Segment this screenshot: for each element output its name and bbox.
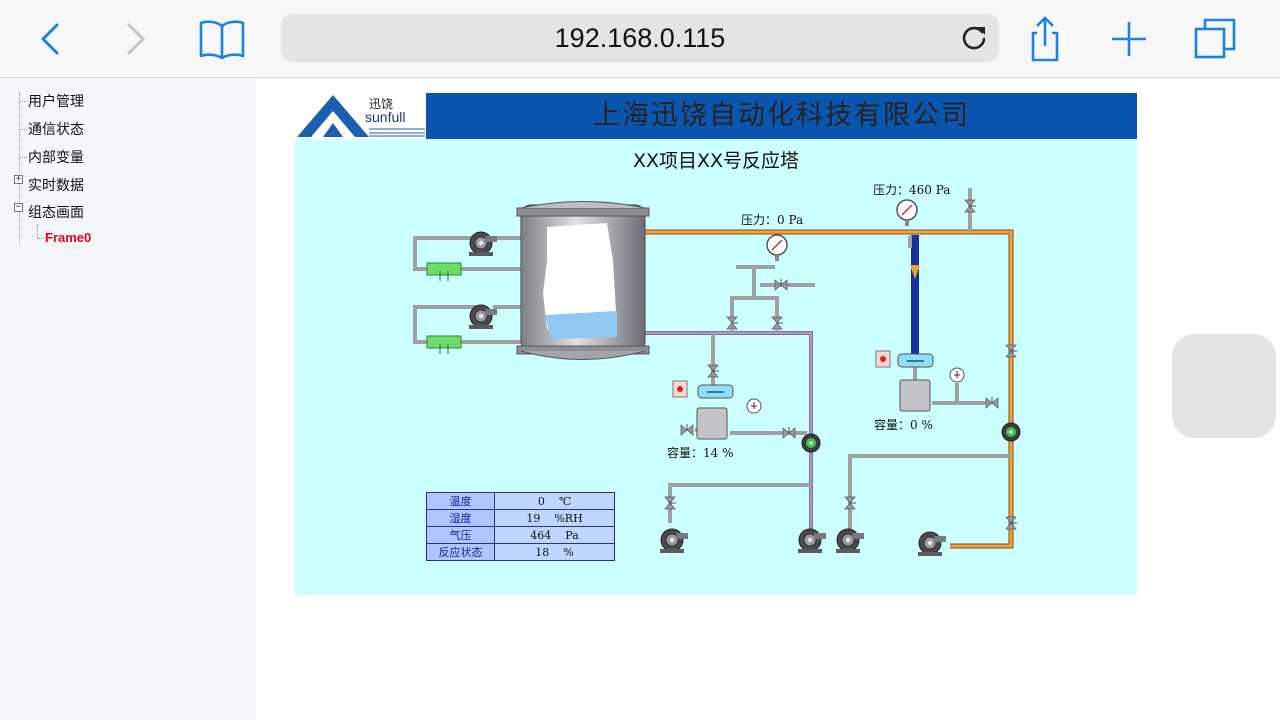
valve-icon[interactable] — [664, 496, 677, 510]
pump-running-icon[interactable] — [1001, 422, 1021, 442]
logo-brand-en: sunfull — [365, 109, 406, 125]
table-key: 反应状态 — [426, 543, 495, 561]
reactor-tank — [516, 201, 650, 360]
valve-icon[interactable] — [726, 316, 739, 330]
tabs-button[interactable] — [1190, 14, 1240, 64]
table-value: 19 %RH — [494, 509, 615, 527]
pump-icon[interactable] — [835, 528, 865, 554]
tree-connector — [19, 92, 20, 244]
frame-title: XX项目XX号反应塔 — [632, 150, 800, 172]
sidebar-item-config-screens[interactable]: 组态画面 — [28, 205, 84, 221]
logo-brand-cn: 迅饶 — [369, 97, 394, 111]
pressure-gauge-icon — [766, 234, 788, 262]
scada-frame: 迅饶 sunfull 上海迅饶自动化科技有限公司 XX项目XX号反应塔 — [295, 93, 1137, 595]
valve-icon[interactable] — [782, 426, 796, 439]
table-row: 反应状态 18 % — [426, 543, 615, 561]
pressure-label-top: 压力：460 Pa — [873, 183, 951, 197]
valve-icon[interactable] — [844, 496, 857, 510]
forward-button[interactable] — [110, 14, 160, 64]
valve-icon[interactable] — [771, 316, 784, 330]
valve-icon[interactable] — [707, 364, 720, 378]
chevron-left-icon — [41, 23, 59, 55]
valve-icon[interactable] — [964, 199, 977, 213]
capacity-label-right: 容量：0 % — [874, 418, 933, 432]
new-tab-button[interactable] — [1104, 14, 1154, 64]
bookmarks-button[interactable] — [197, 14, 247, 64]
table-key: 气压 — [426, 526, 495, 544]
sidebar-item-realtime-data[interactable]: 实时数据 — [28, 178, 84, 194]
table-value: 0 ℃ — [494, 492, 615, 510]
process-diagram — [413, 188, 1021, 557]
sunfull-logo-icon — [297, 95, 425, 137]
valve-icon[interactable] — [1005, 344, 1018, 358]
pump-icon[interactable] — [468, 304, 498, 330]
sensor-table: 温度 0 ℃ 湿度 19 %RH 气压 464 Pa 反应状态 18 % — [426, 492, 615, 561]
pump-icon[interactable] — [468, 231, 498, 257]
company-banner: 上海迅饶自动化科技有限公司 — [426, 93, 1137, 139]
collapse-toggle-icon[interactable]: − — [14, 202, 23, 212]
sidebar-item-internal-variables[interactable]: 内部变量 — [28, 150, 84, 166]
thermometer-icon — [746, 398, 762, 414]
browser-toolbar: 192.168.0.115 — [0, 0, 1280, 78]
assistive-touch-button[interactable] — [1172, 334, 1276, 438]
share-icon — [1031, 16, 1059, 62]
valve-icon[interactable] — [680, 423, 694, 436]
company-logo: 迅饶 sunfull — [295, 93, 426, 139]
pressure-gauge-icon — [896, 199, 918, 227]
pressure-label-mid: 压力：0 Pa — [741, 213, 804, 227]
plus-icon — [1112, 22, 1146, 56]
table-key: 湿度 — [426, 509, 495, 527]
tabs-icon — [1194, 18, 1236, 59]
sidebar-item-communication-status[interactable]: 通信状态 — [28, 122, 84, 138]
pump-running-icon[interactable] — [801, 433, 821, 453]
pump-icon[interactable] — [659, 528, 689, 554]
expand-toggle-icon[interactable]: + — [14, 174, 23, 184]
table-row: 气压 464 Pa — [426, 526, 615, 544]
book-icon — [199, 20, 245, 60]
company-name: 上海迅饶自动化科技有限公司 — [593, 100, 970, 131]
thermometer-icon — [949, 367, 965, 383]
table-value: 464 Pa — [494, 526, 615, 544]
valve-icon[interactable] — [1005, 516, 1018, 530]
sidebar-tree: 用户管理 通信状态 内部变量 + 实时数据 − 组态画面 Frame0 — [0, 78, 256, 720]
table-value: 18 % — [494, 543, 615, 561]
back-button[interactable] — [26, 14, 76, 64]
url-text[interactable]: 192.168.0.115 — [554, 23, 726, 53]
capacity-label-left: 容量：14 % — [667, 446, 734, 460]
share-button[interactable] — [1019, 14, 1069, 64]
address-bar[interactable]: 192.168.0.115 — [281, 14, 999, 62]
pump-icon[interactable] — [797, 528, 827, 554]
chevron-right-icon — [127, 23, 145, 55]
sidebar-item-frame0[interactable]: Frame0 — [45, 230, 92, 245]
valve-icon[interactable] — [774, 278, 788, 291]
reload-button[interactable] — [959, 23, 989, 53]
table-row: 温度 0 ℃ — [426, 492, 615, 510]
table-key: 温度 — [426, 492, 495, 510]
table-row: 湿度 19 %RH — [426, 509, 615, 527]
pump-icon[interactable] — [917, 531, 947, 557]
reload-icon — [962, 26, 986, 50]
sidebar-item-user-management[interactable]: 用户管理 — [28, 94, 84, 110]
pressure-line — [645, 229, 1014, 549]
valve-icon[interactable] — [985, 396, 999, 409]
